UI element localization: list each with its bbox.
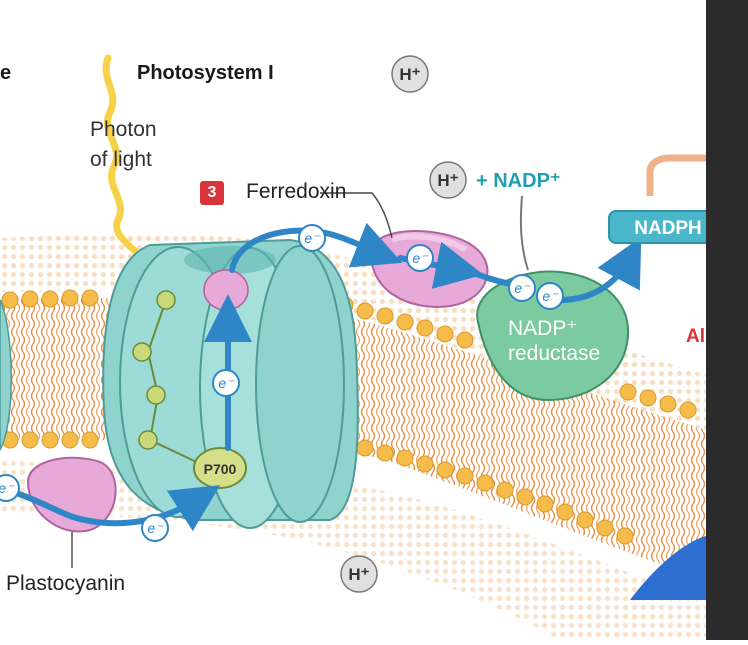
svg-text:e⁻: e⁻	[0, 480, 15, 496]
h-plus-icon: H⁺	[429, 161, 467, 199]
svg-text:e⁻: e⁻	[304, 230, 321, 246]
h-plus-icon: H⁺	[391, 55, 429, 93]
svg-text:H⁺: H⁺	[399, 65, 420, 84]
reductase-label-line1: NADP⁺	[508, 317, 578, 340]
electron-badge: e⁻	[141, 514, 169, 542]
membrane-lower-heads	[1, 431, 634, 545]
reductase-label-line2: reductase	[508, 342, 601, 365]
electron-badge: e⁻	[212, 369, 240, 397]
plastocyanin-protein	[26, 456, 117, 533]
svg-text:H⁺: H⁺	[348, 565, 369, 584]
ferredoxin-label: Ferredoxin	[246, 180, 347, 203]
title-left-partial: e	[0, 62, 12, 84]
left-protein-edge	[0, 299, 12, 451]
electron-chain	[132, 290, 206, 467]
plastocyanin-label: Plastocyanin	[6, 572, 126, 595]
electron-badge: e⁻	[536, 282, 564, 310]
partial-label-right: Al	[686, 326, 705, 347]
h-plus-icon: H⁺	[340, 555, 378, 593]
svg-text:e⁻: e⁻	[412, 250, 429, 266]
dark-side-panel	[706, 0, 748, 640]
svg-text:e⁻: e⁻	[542, 288, 559, 304]
photon-label-line2: of light	[90, 148, 152, 171]
electron-badge: e⁻	[0, 474, 20, 502]
svg-text:e⁻: e⁻	[147, 520, 164, 536]
photon-label-line1: Photon	[90, 118, 157, 141]
step-number-badge: 3	[200, 181, 224, 205]
svg-text:H⁺: H⁺	[437, 171, 458, 190]
orange-bracket	[646, 154, 706, 196]
svg-text:e⁻: e⁻	[218, 375, 235, 391]
page-title: Photosystem I	[137, 62, 274, 84]
nadp-plus-label: + NADP⁺	[476, 170, 561, 192]
electron-badge: e⁻	[406, 244, 434, 272]
electron-badge: e⁻	[298, 224, 326, 252]
p700-label: P700	[204, 461, 237, 477]
svg-text:e⁻: e⁻	[514, 280, 531, 296]
nadp-leader	[519, 195, 529, 271]
electron-badge: e⁻	[508, 274, 536, 302]
blue-protein-partial	[630, 536, 706, 600]
photon-wave	[102, 54, 154, 272]
fe-s-cluster	[203, 269, 249, 311]
